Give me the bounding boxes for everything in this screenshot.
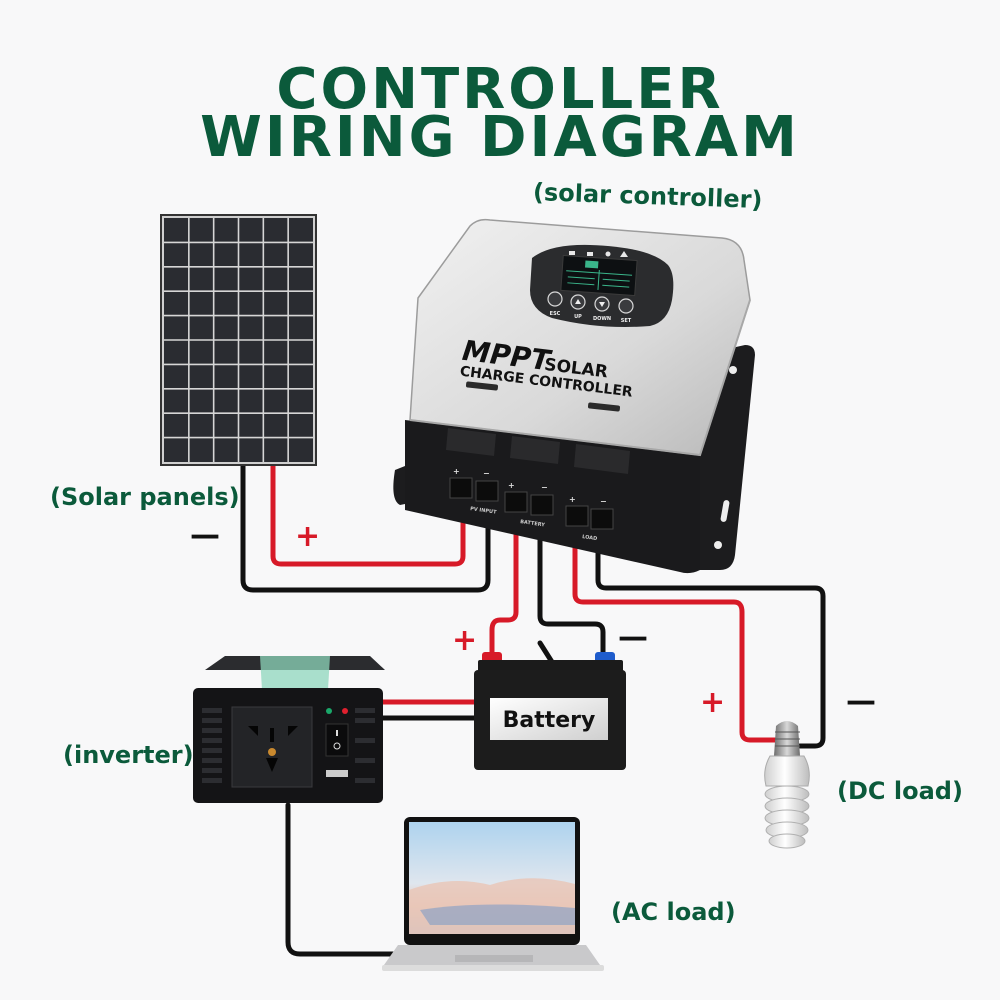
label-solar-panels: (Solar panels) — [50, 483, 240, 511]
controller-buttons: ESC UP DOWN SET — [547, 291, 634, 324]
status-indicators — [569, 251, 628, 257]
set-button — [618, 298, 634, 314]
wire-solar-negative — [240, 459, 491, 593]
title-line-1: CONTROLLER — [276, 57, 724, 122]
solar-panel — [160, 214, 317, 466]
battery-plus-sign: + — [452, 623, 478, 658]
solar-plus-sign: + — [295, 519, 321, 554]
inverter — [193, 656, 385, 803]
title-line-2: WIRING DIAGRAM — [200, 105, 800, 170]
svg-text:−: − — [600, 497, 607, 506]
battery-terminal-label: BATTERY — [520, 519, 546, 528]
svg-text:+: + — [453, 467, 460, 476]
controller-brand: MPPT SOLAR CHARGE CONTROLLER — [459, 334, 634, 401]
status-led-green — [326, 708, 332, 714]
inverter-vents — [202, 708, 375, 783]
down-label: DOWN — [593, 316, 611, 322]
label-inverter: (inverter) — [63, 741, 194, 769]
esc-button — [547, 291, 563, 307]
power-switch — [325, 723, 349, 757]
battery: Battery — [474, 640, 626, 770]
wire-ac-output — [285, 802, 401, 957]
svg-text:+: + — [508, 481, 515, 490]
svg-text:−: − — [541, 483, 548, 492]
solar-panel-cell-grid — [164, 218, 313, 462]
usb-port — [326, 770, 348, 777]
ac-outlet — [231, 706, 313, 788]
label-dc-load: (DC load) — [837, 777, 963, 805]
set-label: SET — [621, 318, 632, 324]
load-terminal-label: LOAD — [582, 534, 598, 542]
load-minus-sign: — — [846, 684, 876, 719]
esc-label: ESC — [550, 311, 561, 317]
status-led-red — [342, 708, 348, 714]
label-ac-load: (AC load) — [611, 898, 736, 926]
wire-battery-positive — [489, 502, 519, 663]
wires — [240, 459, 826, 957]
up-label: UP — [574, 314, 582, 320]
solar-minus-sign: — — [190, 518, 220, 553]
load-plus-sign: + — [700, 685, 726, 720]
wire-load-negative — [595, 517, 826, 749]
dc-load-bulb — [764, 721, 810, 849]
wire-solar-positive — [270, 459, 466, 567]
wire-battery-negative — [537, 502, 606, 663]
battery-minus-sign: — — [618, 620, 648, 655]
svg-text:−: − — [483, 469, 490, 478]
battery-label: Battery — [503, 708, 596, 733]
svg-text:+: + — [569, 495, 576, 504]
solar-controller: ESC UP DOWN SET MPPT SOLAR CHARGE CONTRO… — [393, 218, 755, 574]
wire-load-positive — [572, 517, 778, 743]
ac-load-laptop — [382, 817, 604, 971]
pv-input-label: PV INPUT — [470, 506, 498, 516]
terminal-blocks — [449, 477, 614, 530]
